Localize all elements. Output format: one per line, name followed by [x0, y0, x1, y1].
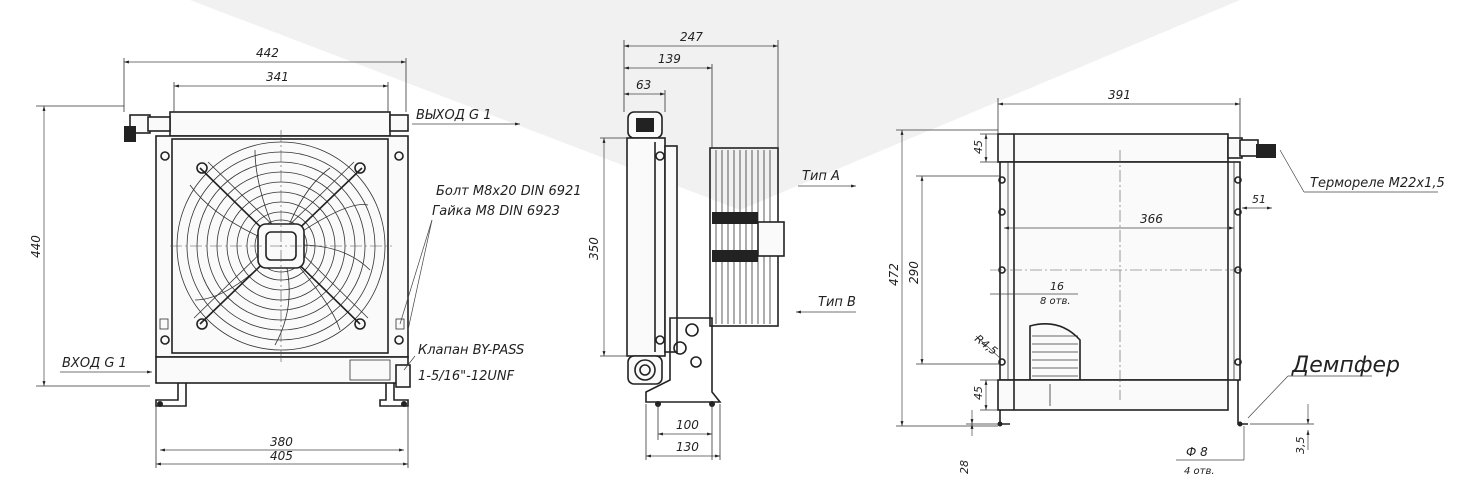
dim-side-foot-width: 130	[676, 440, 699, 454]
dim-side-depth-fan: 139	[658, 52, 681, 66]
label-thermo-relay: Термореле М22х1,5	[1310, 176, 1445, 191]
dim-rear-hole-count: 4 отв.	[1184, 466, 1215, 477]
dim-feet-inner: 380	[270, 435, 293, 449]
dim-feet-outer: 405	[270, 449, 293, 463]
dim-rear-sensor-offset: 51	[1252, 193, 1266, 206]
dim-rear-bottom-offset: 45	[972, 386, 985, 400]
dim-side-depth-total: 247	[680, 30, 703, 44]
front-view: 442 341 440 380 405 ВЫХОД G 1 ВХОД G 1 Б…	[29, 46, 582, 468]
label-nut: Гайка М8 DIN 6923	[432, 204, 560, 219]
label-outlet: ВЫХОД G 1	[416, 108, 491, 123]
dim-front-height: 440	[29, 235, 43, 258]
label-damper: Демпфер	[1291, 353, 1400, 378]
fin-hatch	[1029, 323, 1081, 380]
dim-rear-top-offset: 45	[972, 140, 985, 154]
dim-side-height: 350	[587, 237, 601, 260]
dim-rear-base: 28	[958, 460, 971, 474]
dim-rear-height: 472	[887, 263, 901, 286]
side-fan-blades	[712, 150, 785, 324]
dim-rear-holes-pitch: 290	[907, 261, 921, 284]
label-bolt: Болт М8х20 DIN 6921	[436, 184, 582, 199]
outlet-fitting	[124, 114, 171, 142]
label-inlet: ВХОД G 1	[62, 356, 127, 371]
dim-rear-inner: 366	[1140, 212, 1163, 226]
dim-side-depth-core: 63	[636, 78, 651, 92]
dim-front-core: 341	[266, 70, 289, 84]
rear-view: 391 366 472 290 45 45 51 16 8 отв. R4,5	[887, 88, 1445, 477]
side-view: 247 139 63 350 100 130 Тип A Тип B	[587, 30, 856, 460]
background-watermark	[190, 0, 1240, 210]
dim-side-foot-holes: 100	[676, 418, 699, 432]
dim-rear-damper-h: 3,5	[1294, 437, 1307, 455]
label-type-a: Тип A	[802, 169, 840, 184]
dim-rear-hole-dia: Ф 8	[1186, 445, 1208, 459]
dim-rear-slot: 16	[1050, 280, 1064, 293]
label-type-b: Тип B	[818, 295, 856, 310]
label-bypass-1: Клапан BY-PASS	[418, 343, 524, 358]
dim-rear-width: 391	[1108, 88, 1131, 102]
dim-front-width: 442	[256, 46, 279, 60]
label-bypass-2: 1-5/16"-12UNF	[418, 369, 515, 384]
dim-rear-slot-count: 8 отв.	[1040, 296, 1071, 307]
